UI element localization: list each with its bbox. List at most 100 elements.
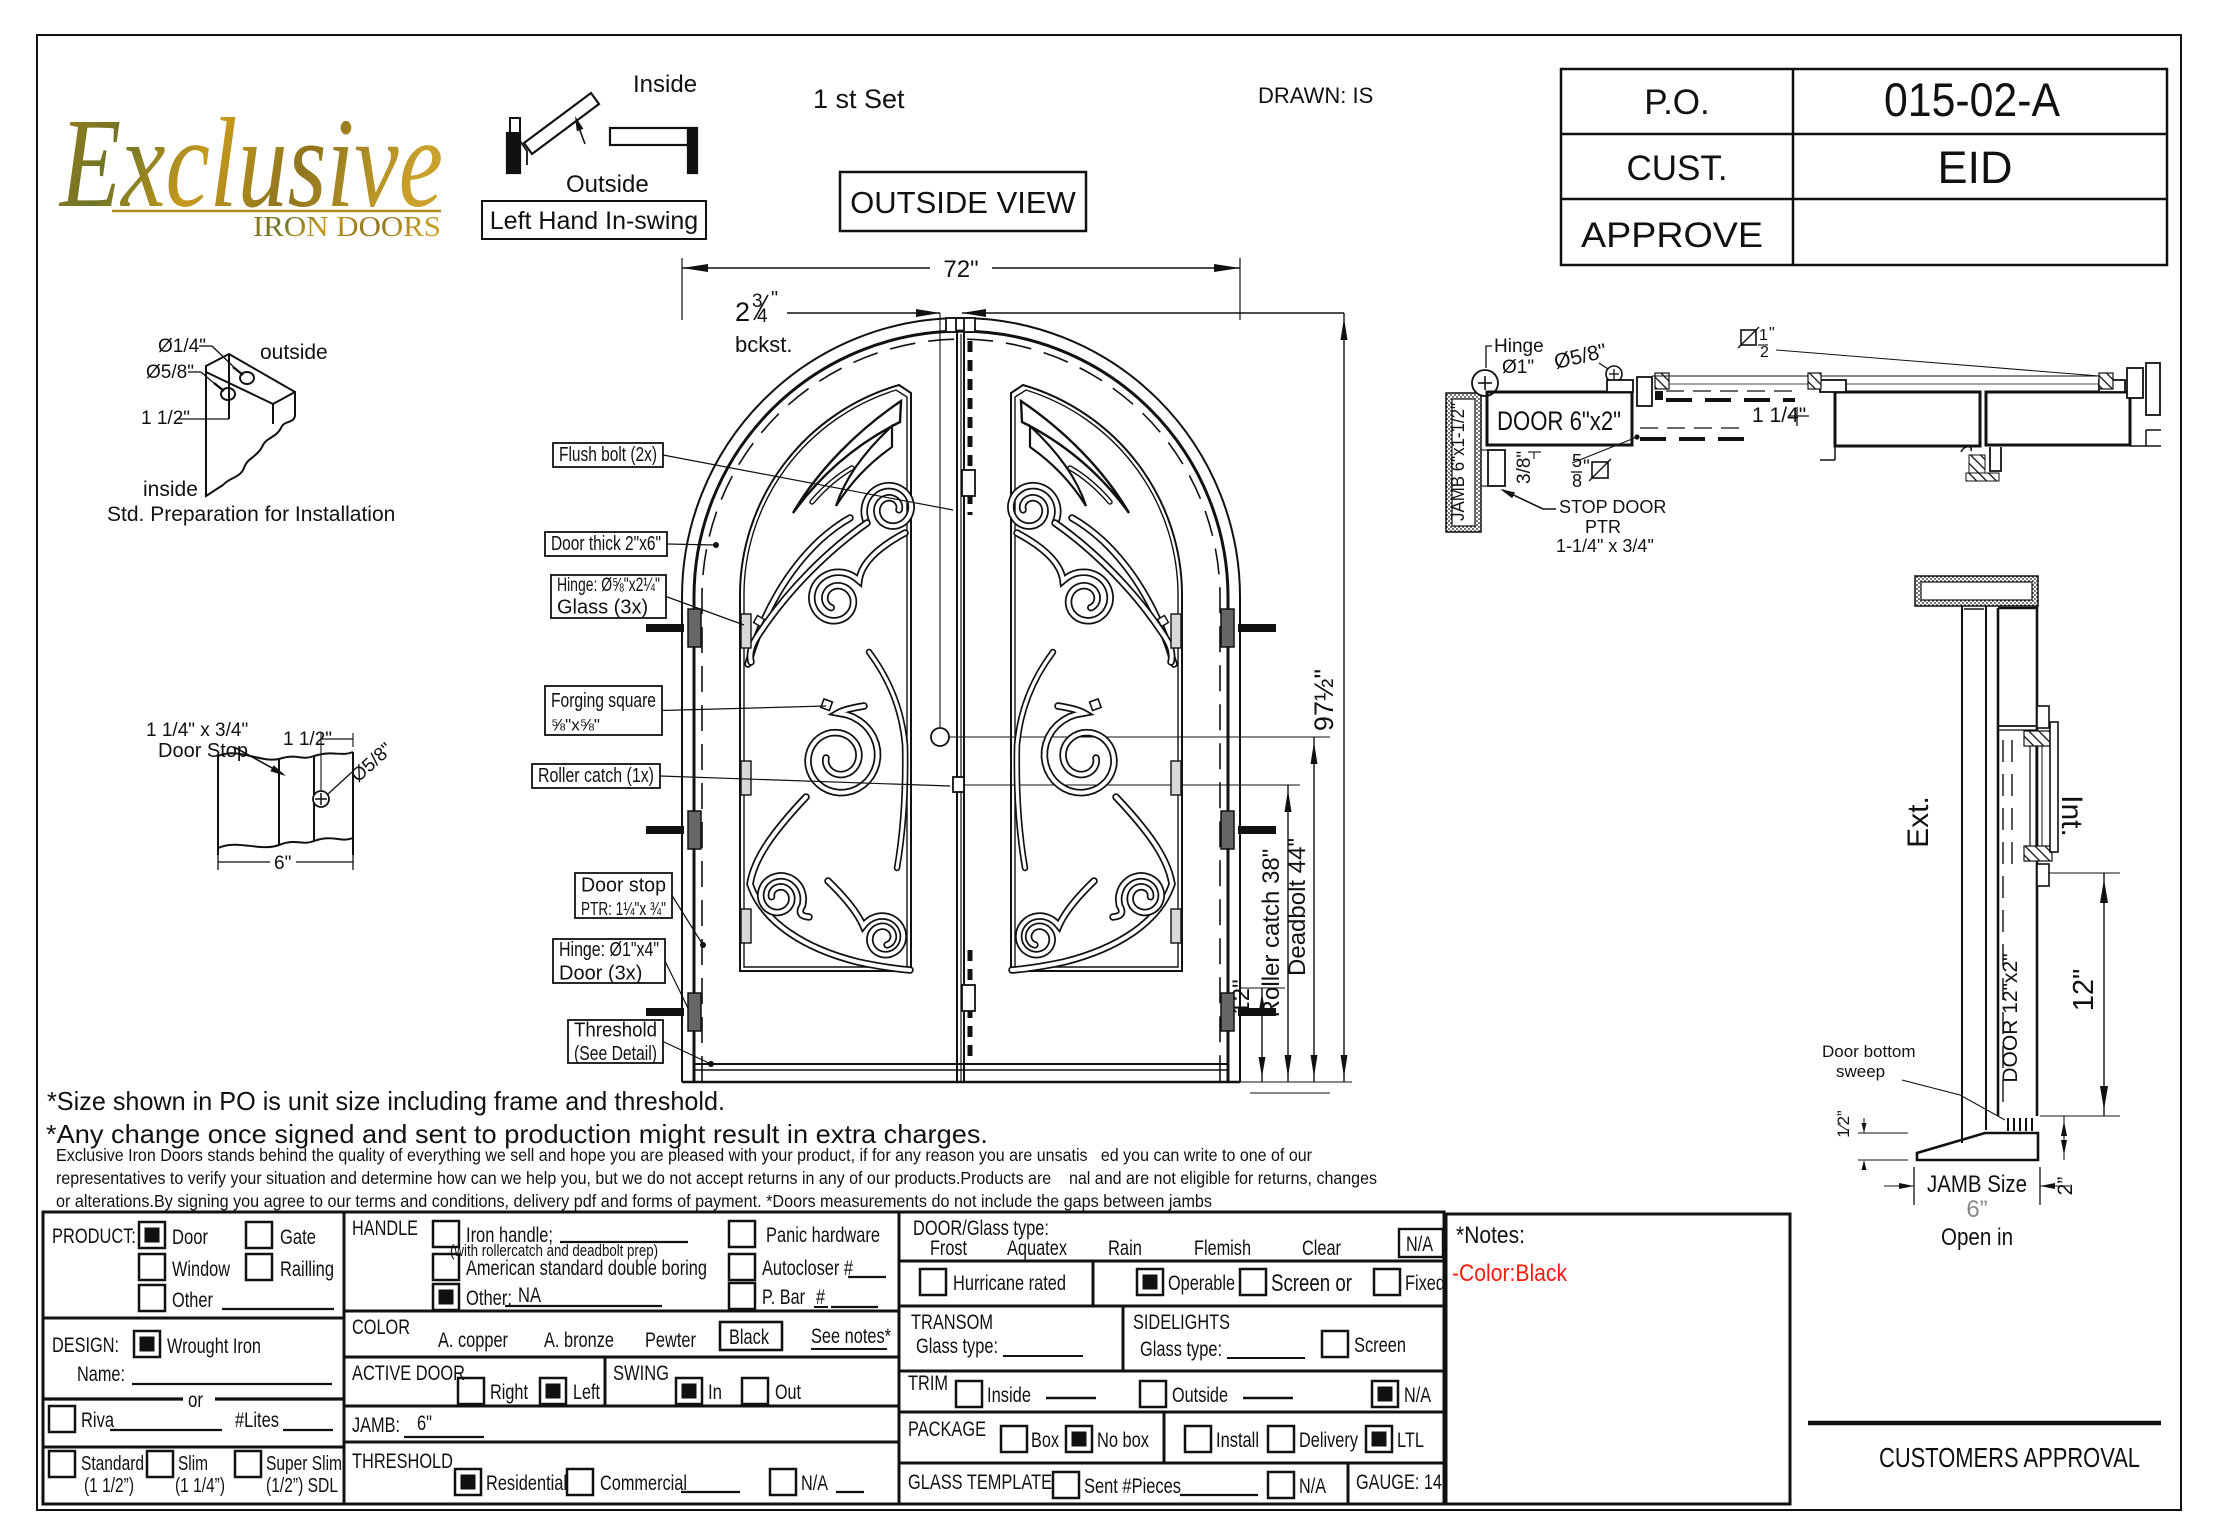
svg-text:Door: Door <box>172 1226 208 1249</box>
svg-text:inside: inside <box>143 478 198 501</box>
svg-text:PACKAGE: PACKAGE <box>908 1418 986 1441</box>
svg-text:2: 2 <box>1760 344 1769 361</box>
svg-text:Forging square: Forging square <box>551 690 656 712</box>
svg-text:DOOR 12"x2": DOOR 12"x2" <box>1999 953 2022 1082</box>
svg-text:Aquatex: Aquatex <box>1007 1237 1067 1260</box>
svg-text:Flush bolt (2x): Flush bolt (2x) <box>559 444 657 466</box>
svg-text:Frost: Frost <box>930 1237 967 1260</box>
svg-text:97½": 97½" <box>1309 669 1339 731</box>
svg-text:Int.: Int. <box>2055 795 2088 837</box>
svg-text:Box: Box <box>1031 1429 1059 1452</box>
svg-text:(1/2”) SDL: (1/2”) SDL <box>266 1475 338 1497</box>
svg-text:Ø5/8": Ø5/8" <box>347 739 397 787</box>
svg-text:Commercial: Commercial <box>600 1472 687 1495</box>
svg-text:Hurricane rated: Hurricane rated <box>953 1272 1066 1295</box>
svg-text:COLOR: COLOR <box>352 1316 410 1339</box>
svg-text:THRESHOLD: THRESHOLD <box>352 1450 453 1473</box>
svg-text:Install: Install <box>1216 1429 1259 1452</box>
svg-text:EID: EID <box>1937 142 2012 193</box>
svg-text:Autocloser #: Autocloser # <box>762 1257 853 1280</box>
svg-text:*Size shown in PO is unit size: *Size shown in PO is unit size including… <box>47 1086 725 1116</box>
svg-text:DRAWN: IS: DRAWN: IS <box>1258 83 1373 108</box>
svg-text:Hinge: Ø1"x4": Hinge: Ø1"x4" <box>559 939 659 961</box>
svg-text:TRANSOM: TRANSOM <box>911 1311 993 1334</box>
svg-text:1 1/4": 1 1/4" <box>1752 404 1806 427</box>
svg-text:bckst.: bckst. <box>735 332 792 357</box>
svg-text:A. copper: A. copper <box>438 1329 508 1352</box>
svg-text:8: 8 <box>1572 471 1582 491</box>
svg-text:6": 6" <box>417 1412 432 1435</box>
svg-text:-Color:Black: -Color:Black <box>1452 1260 1568 1287</box>
svg-text:IRON DOORS: IRON DOORS <box>253 212 441 243</box>
svg-text:*Any change once signed and se: *Any change once signed and sent to prod… <box>46 1119 988 1149</box>
svg-text:See notes*: See notes* <box>811 1325 891 1348</box>
svg-text:ACTIVE DOOR: ACTIVE DOOR <box>352 1362 465 1385</box>
svg-text:Other: Other <box>172 1289 213 1312</box>
svg-text:Std. Preparation for Installat: Std. Preparation for Installation <box>107 503 395 526</box>
svg-text:NA: NA <box>518 1284 541 1307</box>
svg-text:*Notes:: *Notes: <box>1456 1222 1525 1249</box>
svg-text:1-1/4" x 3/4": 1-1/4" x 3/4" <box>1556 536 1654 556</box>
svg-text:1 1/2": 1 1/2" <box>141 408 190 429</box>
svg-text:Outside: Outside <box>1172 1384 1228 1407</box>
svg-text:Inside: Inside <box>633 71 697 98</box>
svg-text:Ø5/8": Ø5/8" <box>1552 340 1609 374</box>
svg-text:1 1/2": 1 1/2" <box>283 729 332 750</box>
svg-text:(1 1/4”): (1 1/4”) <box>175 1475 225 1497</box>
svg-text:Ø1": Ø1" <box>1502 357 1534 378</box>
svg-text:Door bottom: Door bottom <box>1822 1042 1916 1061</box>
svg-text:STOP DOOR: STOP DOOR <box>1559 497 1666 517</box>
svg-text:3: 3 <box>752 291 763 312</box>
svg-text:3/8": 3/8" <box>1514 451 1535 484</box>
svg-text:American standard double borin: American standard double boring <box>466 1257 707 1280</box>
svg-text:Slim: Slim <box>178 1453 208 1475</box>
svg-text:Operable: Operable <box>1168 1272 1235 1295</box>
svg-text:CUST.: CUST. <box>1626 149 1727 188</box>
svg-text:Panic hardware: Panic hardware <box>766 1224 880 1247</box>
svg-text:representatives to verify your: representatives to verify your situation… <box>56 1168 1377 1188</box>
svg-text:PTR: 1¼"x ¾": PTR: 1¼"x ¾" <box>581 899 666 919</box>
svg-text:Left Hand In-swing: Left Hand In-swing <box>490 207 698 235</box>
svg-text:JAMB Size: JAMB Size <box>1927 1171 2027 1198</box>
svg-text:Flemish: Flemish <box>1194 1237 1251 1260</box>
svg-text:(1 1/2”): (1 1/2”) <box>84 1475 134 1497</box>
svg-text:N/A: N/A <box>801 1472 828 1495</box>
svg-text:Screen or: Screen or <box>1271 1270 1352 1297</box>
svg-text:1⁄2”: 1⁄2” <box>1834 1110 1853 1138</box>
svg-text:Ext.: Ext. <box>1902 796 1935 848</box>
svg-text:No box: No box <box>1097 1429 1149 1452</box>
svg-text:DESIGN:: DESIGN: <box>52 1334 119 1357</box>
svg-text:Outside: Outside <box>566 171 649 198</box>
svg-text:JAMB 6"x1-1/2": JAMB 6"x1-1/2" <box>1448 403 1468 521</box>
svg-text:P.O.: P.O. <box>1644 83 1710 122</box>
svg-text:": " <box>1583 457 1590 478</box>
svg-text:N/A: N/A <box>1404 1384 1431 1407</box>
svg-text:Glass (3x): Glass (3x) <box>557 596 648 618</box>
svg-text:Railling: Railling <box>280 1258 334 1281</box>
svg-text:Door stop: Door stop <box>581 874 666 896</box>
svg-text:6": 6" <box>274 853 291 874</box>
svg-text:Fixed: Fixed <box>1405 1272 1445 1295</box>
svg-text:1 1/4" x 3/4": 1 1/4" x 3/4" <box>146 720 248 741</box>
svg-text:Door thick 2"x6": Door thick 2"x6" <box>551 533 661 555</box>
svg-text:JAMB:: JAMB: <box>352 1414 400 1437</box>
svg-text:SIDELIGHTS: SIDELIGHTS <box>1133 1311 1230 1334</box>
svg-text:Out: Out <box>775 1381 801 1404</box>
svg-text:Ø1/4": Ø1/4" <box>158 336 206 357</box>
svg-text:Door Stop: Door Stop <box>158 740 248 762</box>
svg-text:Rain: Rain <box>1108 1237 1142 1260</box>
svg-text:(See Detail): (See Detail) <box>574 1043 657 1065</box>
svg-text:Other:: Other: <box>466 1287 512 1310</box>
svg-text:Sent #Pieces: Sent #Pieces <box>1084 1475 1181 1498</box>
svg-text:Hinge: Ø⅝"x2¼": Hinge: Ø⅝"x2¼" <box>557 575 660 596</box>
svg-text:GAUGE: 14: GAUGE: 14 <box>1356 1471 1442 1494</box>
svg-text:4: 4 <box>757 306 768 327</box>
svg-text:Roller catch (1x): Roller catch (1x) <box>538 765 654 787</box>
svg-text:DOOR 6"x2": DOOR 6"x2" <box>1497 406 1621 436</box>
svg-text:N/A: N/A <box>1406 1233 1433 1256</box>
svg-text:Right: Right <box>490 1381 528 1404</box>
svg-text:2: 2 <box>735 297 750 327</box>
svg-text:Ø5/8": Ø5/8" <box>146 362 194 383</box>
svg-text:Inside: Inside <box>987 1384 1031 1407</box>
svg-text:GLASS TEMPLATE: GLASS TEMPLATE <box>908 1471 1052 1494</box>
